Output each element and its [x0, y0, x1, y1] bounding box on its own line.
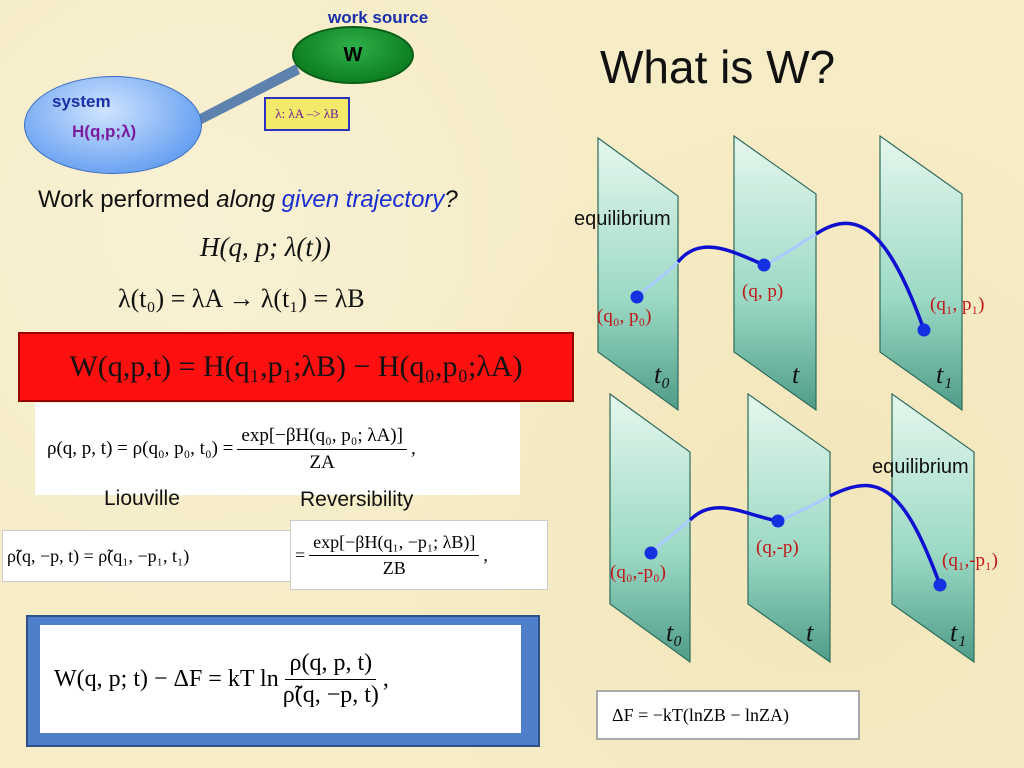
equation-rho-lhs: ρ(q, p, t) = ρ(q₀, p₀, t₀) = — [47, 438, 234, 459]
lambda-protocol-text: λ: λA –> λB — [275, 106, 339, 121]
coord-q1-top: (q₁, p₁) — [930, 294, 985, 315]
coord-q0-bottom: (q₀,-p₀) — [610, 562, 666, 583]
equation-rho-num: exp[−βH(q₀, p₀; λA)] — [237, 425, 407, 450]
equation-rhotilde-lhs: ρ̃(q, −p, t) = ρ̃(q₁, −p₁, t₁) — [7, 545, 190, 566]
equation-rhotilde-box: ρ̃(q, −p, t) = ρ̃(q₁, −p₁, t₁) — [2, 530, 292, 582]
coord-q-top: (q, p) — [742, 281, 784, 302]
equilibrium-label-bottom: equilibrium — [872, 456, 969, 478]
equation-crooks-fraction: ρ(q, p, t) ρ̃(q, −p, t) — [283, 650, 379, 709]
point-q1-bottom — [933, 578, 947, 592]
plane-t0-bottom — [609, 392, 691, 664]
equation-work: W(q,p,t) = H(q₁,p₁;λB) − H(q₀,p₀;λA) — [69, 350, 523, 383]
work-source-label: work source — [328, 8, 429, 27]
equation-deltaF-box: ΔF = −kT(lnZB − lnZA) — [596, 690, 860, 740]
equation-crooks-lhs: W(q, p; t) − ΔF = kT ln — [54, 665, 279, 692]
point-q0-top — [630, 290, 644, 304]
plane-t-top — [733, 134, 817, 412]
equation-rhotilde-num: exp[−βH(q₁, −p₁; λB)] — [309, 532, 480, 556]
label-liouville: Liouville — [104, 487, 180, 510]
point-q1-top — [917, 323, 931, 337]
coord-q0-top: (q₀, p₀) — [597, 306, 652, 327]
time-label-t-bottom: t — [806, 618, 814, 647]
work-question: Work performed along given trajectory? — [38, 186, 458, 214]
connector-bar — [192, 64, 300, 126]
equation-crooks-den: ρ̃(q, −p, t) — [282, 681, 379, 708]
work-text-along: along — [216, 186, 276, 213]
equation-rhotilde-rhs-box: = exp[−βH(q₁, −p₁; λB)] ZB , — [290, 520, 548, 590]
coord-q1-bottom: (q₁,-p₁) — [942, 550, 998, 571]
system-node — [24, 76, 202, 174]
slide-title: What is W? — [600, 41, 836, 93]
work-text-trajectory: given trajectory — [275, 186, 445, 213]
point-q-top — [757, 258, 771, 272]
equation-deltaF: ΔF = −kT(lnZB − lnZA) — [612, 704, 790, 725]
trajectory-bottom-2 — [829, 483, 942, 586]
plane-t1-bottom — [891, 392, 975, 664]
plane-t0-top — [597, 136, 679, 412]
work-definition-box: W(q,p,t) = H(q₁,p₁;λB) − H(q₀,p₀;λA) — [18, 332, 574, 402]
equation-rho-fraction: exp[−βH(q₀, p₀; λA)] ZA — [237, 425, 407, 474]
time-label-t-top: t — [792, 360, 800, 389]
trajectory-top-2 — [815, 221, 926, 331]
equation-hamiltonian: H(q, p; λ(t)) — [200, 232, 331, 262]
label-reversibility: Reversibility — [300, 488, 414, 511]
time-label-t0-top: t₀ — [654, 360, 671, 389]
plane-t-bottom — [747, 392, 831, 664]
point-q0-bottom — [644, 546, 658, 560]
equilibrium-label-top: equilibrium — [574, 208, 671, 230]
equation-rhotilde-den: ZB — [382, 557, 406, 578]
w-node-label: W — [343, 43, 363, 66]
equation-lambda: λ(t₀) = λA → λ(t₁) = λB — [118, 284, 365, 313]
lambda-protocol-box: λ: λA –> λB — [264, 97, 350, 131]
coord-q-bottom: (q,-p) — [756, 537, 799, 558]
time-label-t1-bottom: t₁ — [950, 618, 967, 647]
plane-t1-top — [879, 134, 963, 412]
point-q-bottom — [771, 514, 785, 528]
work-source-node: W — [292, 26, 414, 84]
equation-crooks-box: W(q, p; t) − ΔF = kT ln ρ(q, p, t) ρ̃(q,… — [40, 625, 521, 733]
time-label-t1-top: t₁ — [936, 360, 953, 389]
time-label-t0-bottom: t₀ — [666, 618, 683, 647]
system-hamiltonian: H(q,p;λ) — [72, 122, 137, 141]
trajectory-top-1 — [676, 245, 765, 267]
equation-rhotilde-fraction: exp[−βH(q₁, −p₁; λB)] ZB — [309, 532, 480, 579]
equation-crooks-num: ρ(q, p, t) — [285, 650, 377, 680]
equation-rho-den: ZA — [309, 451, 335, 473]
trajectory-bottom-1 — [688, 505, 779, 523]
work-text-a: Work performed — [38, 186, 217, 213]
work-text-qmark: ? — [444, 186, 458, 213]
equation-rho-box: ρ(q, p, t) = ρ(q₀, p₀, t₀) = exp[−βH(q₀,… — [35, 403, 520, 495]
system-label: system — [52, 92, 111, 111]
